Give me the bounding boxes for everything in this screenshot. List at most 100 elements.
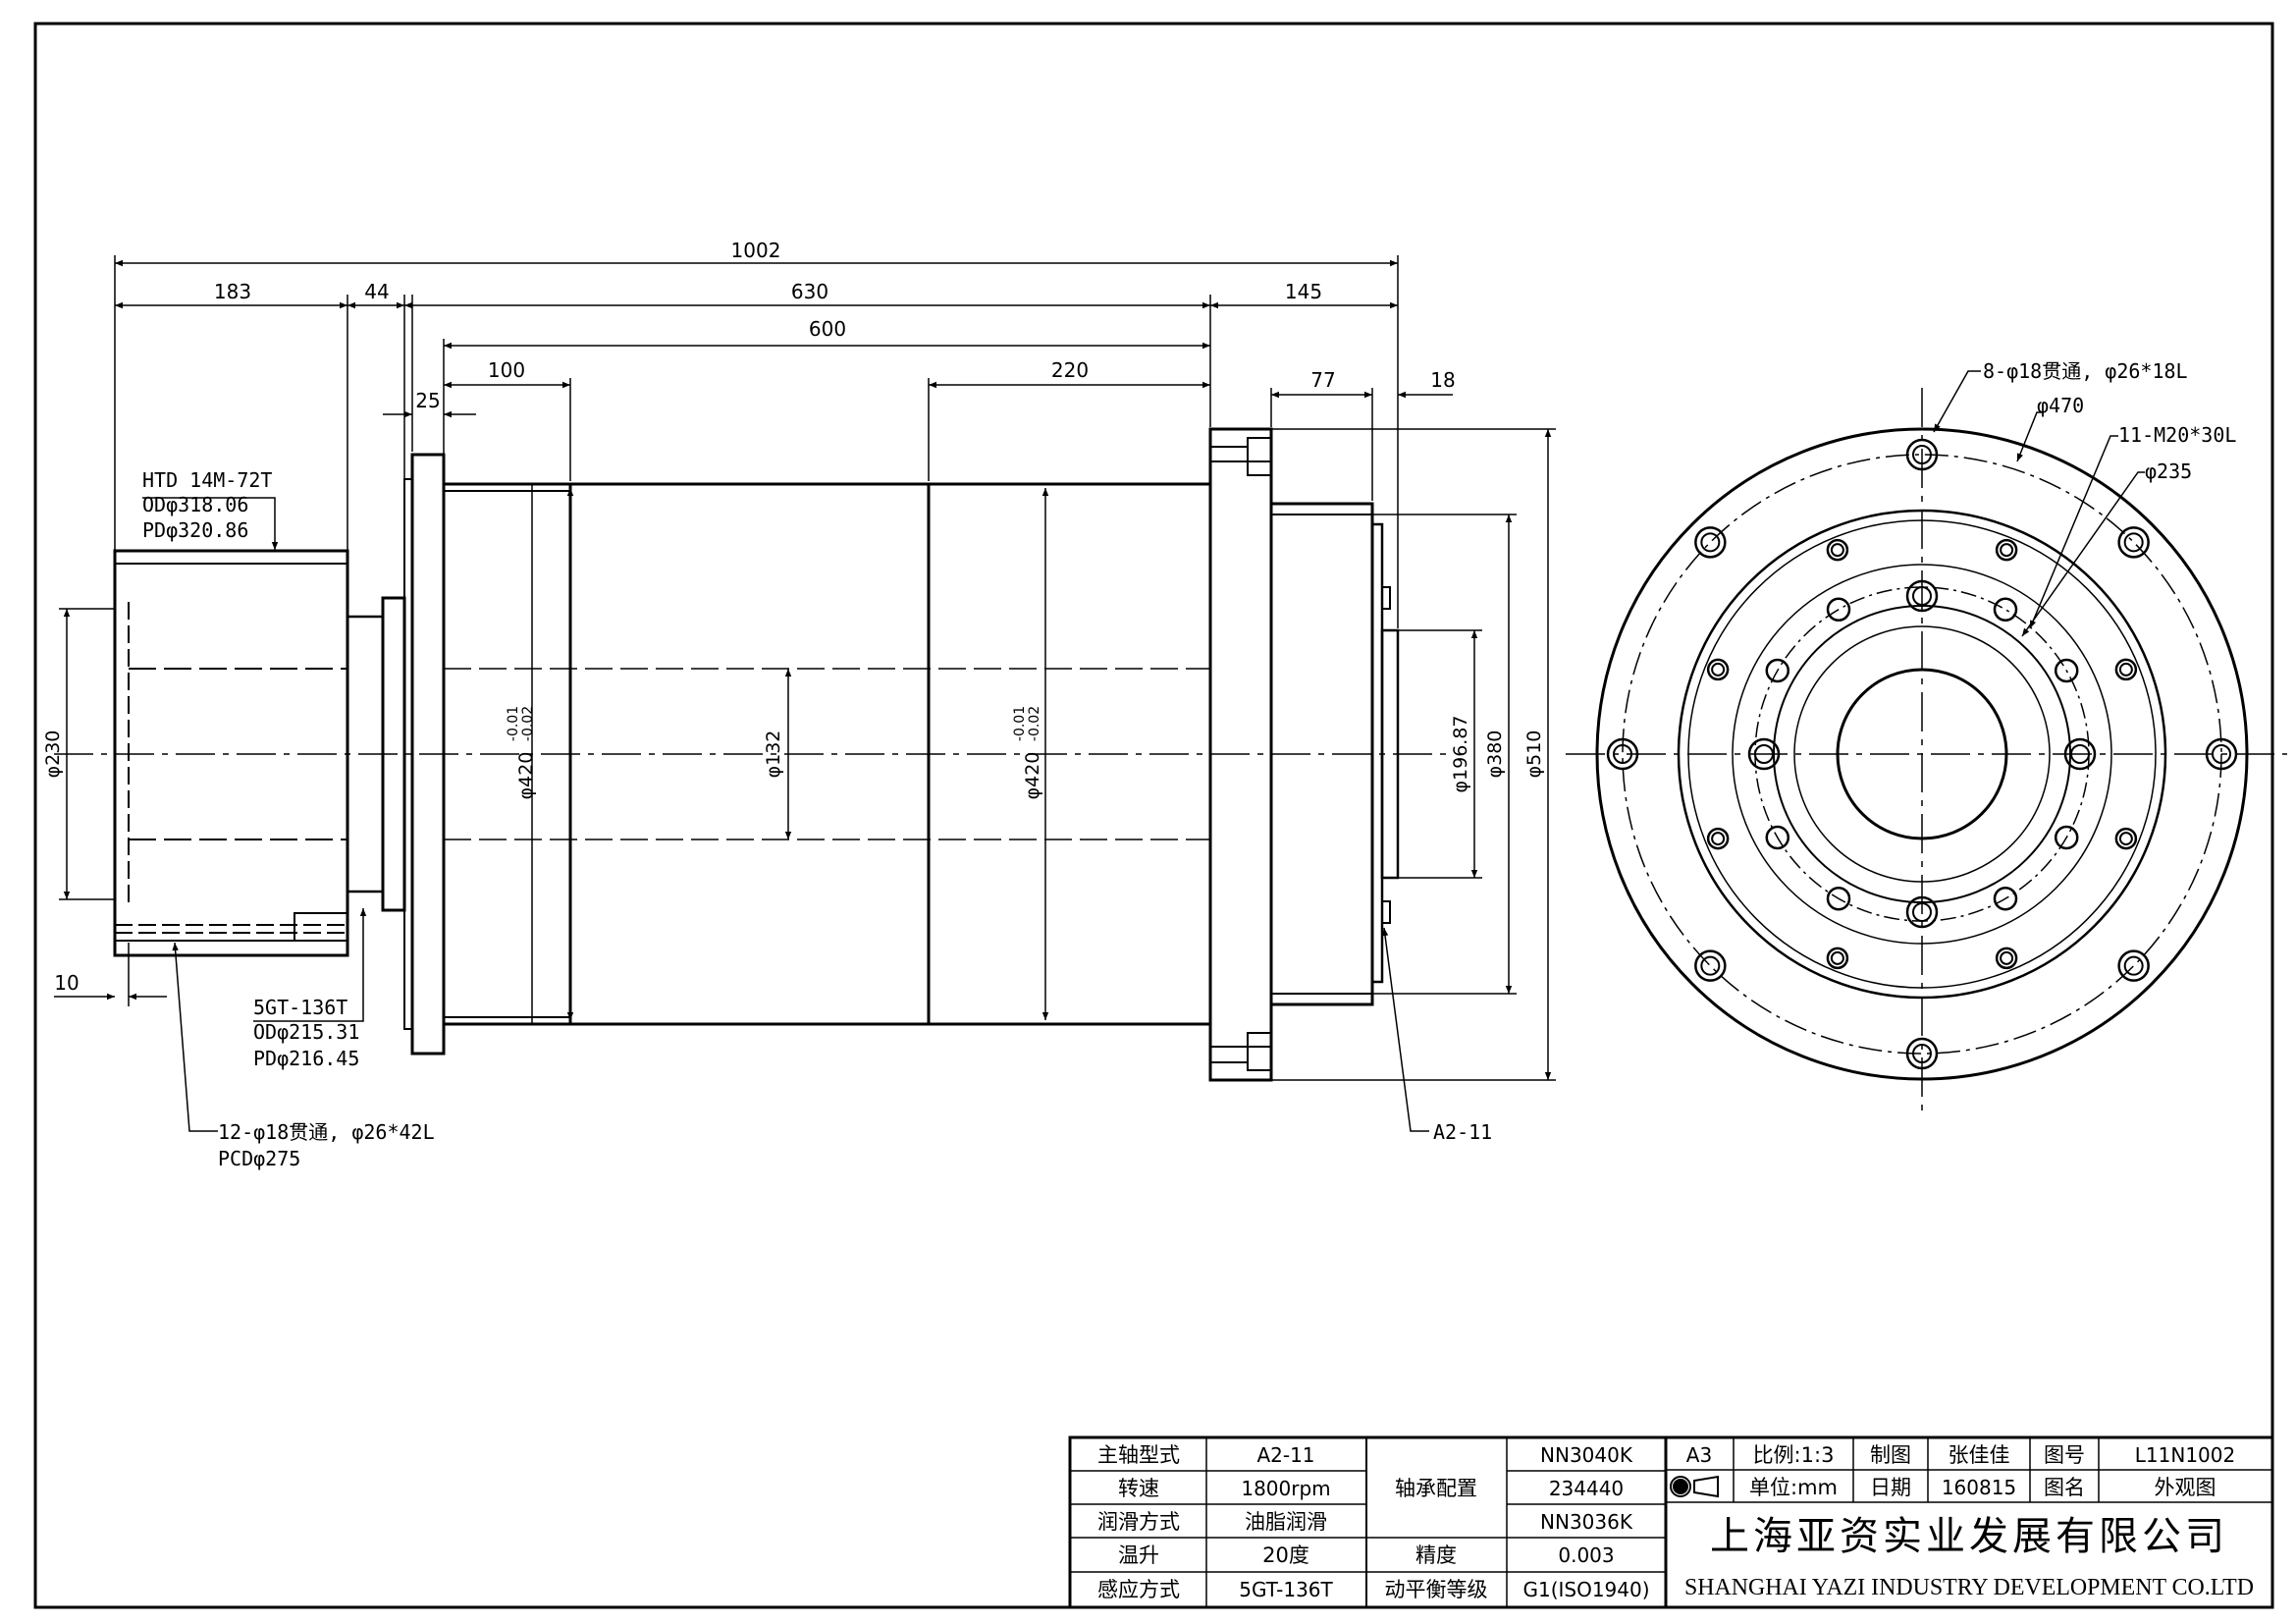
note-holes-2: PCDφ275 xyxy=(218,1147,300,1170)
mid-ring-hole xyxy=(1995,538,2018,562)
dim-phi196: φ196.87 xyxy=(1450,715,1471,792)
precision-value: 0.003 xyxy=(1558,1543,1614,1567)
dim-630: 630 xyxy=(791,280,828,303)
note-flange-holes: 8-φ18贯通, φ26*18L xyxy=(1983,359,2188,383)
note-gt-3: PDφ216.45 xyxy=(253,1047,359,1070)
dim-183: 183 xyxy=(214,280,251,303)
drawing-border xyxy=(33,22,2274,1609)
spec-label-4: 感应方式 xyxy=(1097,1578,1180,1601)
inner-ring-hole xyxy=(1993,597,2018,623)
dim-phi132: φ132 xyxy=(763,731,784,779)
mid-ring-hole xyxy=(1826,947,1849,970)
sheet-size: A3 xyxy=(1686,1443,1712,1467)
dim-overall: 1002 xyxy=(731,239,781,262)
spec-value-1: 1800rpm xyxy=(1241,1477,1330,1500)
dim-phi510: φ510 xyxy=(1523,731,1545,779)
date-label: 日期 xyxy=(1870,1476,1911,1499)
drawing-name: 外观图 xyxy=(2155,1476,2216,1499)
note-gt-2: ODφ215.31 xyxy=(253,1020,359,1044)
front-view xyxy=(1566,388,2287,1114)
tol-lower-right: -0.02 xyxy=(1027,706,1042,741)
spec-label-3: 温升 xyxy=(1118,1543,1159,1567)
bearing-0: NN3040K xyxy=(1540,1443,1633,1467)
outer-bolt-hole xyxy=(1694,949,1727,982)
balance-label: 动平衡等级 xyxy=(1385,1578,1488,1601)
inner-ring-hole xyxy=(1993,886,2018,911)
outer-bolt-hole xyxy=(2117,949,2150,982)
front-leaders xyxy=(1933,370,2145,637)
inner-ring-hole xyxy=(2063,737,2097,771)
spec-label-0: 主轴型式 xyxy=(1097,1443,1180,1467)
drawing-no: L11N1002 xyxy=(2135,1443,2235,1467)
spec-value-3: 20度 xyxy=(1262,1543,1309,1567)
dim-phi420-right: φ420 xyxy=(1022,752,1043,800)
front-texts: 8-φ18贯通, φ26*18L φ470 11-M20*30L φ235 xyxy=(1983,359,2236,483)
mid-ring-hole xyxy=(1706,827,1730,850)
inner-ring-hole xyxy=(2054,658,2079,683)
dim-phi230: φ230 xyxy=(42,731,64,779)
note-htd-3: PDφ320.86 xyxy=(142,518,248,542)
drawing-name-label: 图名 xyxy=(2044,1476,2085,1499)
dim-25: 25 xyxy=(415,389,440,412)
note-m20: 11-M20*30L xyxy=(2118,423,2236,447)
projection-symbol-icon xyxy=(1670,1475,1719,1498)
outer-bolt-hole xyxy=(1606,737,1639,771)
dim-77: 77 xyxy=(1310,368,1335,392)
dim-44: 44 xyxy=(364,280,389,303)
drawer: 张佳佳 xyxy=(1949,1443,2010,1467)
dim-600: 600 xyxy=(809,317,846,341)
note-phi235: φ235 xyxy=(2145,460,2192,483)
front-holes xyxy=(1606,438,2238,1070)
side-dimensions xyxy=(54,255,1556,1132)
tol-upper-right: -0.01 xyxy=(1012,706,1028,741)
drawing-no-label: 图号 xyxy=(2044,1443,2085,1467)
dim-145: 145 xyxy=(1285,280,1322,303)
dim-18: 18 xyxy=(1430,368,1455,392)
inner-ring-hole xyxy=(1747,737,1781,771)
dim-10: 10 xyxy=(54,971,79,995)
mid-ring-hole xyxy=(1706,658,1730,681)
inner-ring-hole xyxy=(1905,895,1939,929)
note-htd-1: HTD 14M-72T xyxy=(142,468,272,492)
spec-value-0: A2-11 xyxy=(1256,1443,1314,1467)
inner-ring-hole xyxy=(1826,597,1851,623)
side-dimension-texts: 1002 183 44 630 145 600 100 220 25 77 18… xyxy=(42,239,1545,1170)
unit: 单位:mm xyxy=(1749,1476,1838,1499)
note-gt-1: 5GT-136T xyxy=(253,996,347,1019)
spec-value-4: 5GT-136T xyxy=(1239,1578,1333,1601)
dim-phi380: φ380 xyxy=(1484,731,1506,779)
outer-bolt-hole xyxy=(1905,438,1939,471)
balance-value: G1(ISO1940) xyxy=(1522,1578,1649,1601)
outer-bolt-hole xyxy=(1694,526,1727,559)
side-view xyxy=(54,427,1453,1082)
note-nose: A2-11 xyxy=(1433,1120,1492,1144)
spec-label-2: 润滑方式 xyxy=(1097,1510,1180,1534)
dim-phi420-left: φ420 xyxy=(515,752,537,800)
tol-upper-left: -0.01 xyxy=(506,706,521,741)
inner-ring-hole xyxy=(1826,886,1851,911)
tol-lower-left: -0.02 xyxy=(520,706,536,741)
dim-220: 220 xyxy=(1051,358,1089,382)
company-cn: 上海亚资实业发展有限公司 xyxy=(1710,1514,2228,1559)
note-phi470: φ470 xyxy=(2037,394,2084,417)
title-block-texts: 主轴型式 转速 润滑方式 温升 感应方式 A2-11 1800rpm 油脂润滑 … xyxy=(1097,1443,2254,1601)
inner-ring-hole xyxy=(1765,825,1790,850)
bearing-2: NN3036K xyxy=(1540,1510,1633,1534)
spec-label-1: 转速 xyxy=(1118,1477,1159,1500)
mid-ring-hole xyxy=(1826,538,1849,562)
outer-bolt-hole xyxy=(1905,1037,1939,1070)
bearing-label: 轴承配置 xyxy=(1395,1477,1477,1500)
note-htd-2: ODφ318.06 xyxy=(142,493,248,516)
inner-ring-hole xyxy=(2054,825,2079,850)
spec-value-2: 油脂润滑 xyxy=(1245,1510,1327,1534)
inner-ring-hole xyxy=(1905,579,1939,613)
note-holes-1: 12-φ18贯通, φ26*42L xyxy=(218,1120,435,1144)
date: 160815 xyxy=(1942,1476,2016,1499)
mid-ring-hole xyxy=(2114,827,2138,850)
inner-ring-hole xyxy=(1765,658,1790,683)
company-en: SHANGHAI YAZI INDUSTRY DEVELOPMENT CO.LT… xyxy=(1684,1575,2254,1600)
scale: 比例:1:3 xyxy=(1753,1443,1835,1467)
outer-bolt-hole xyxy=(2205,737,2238,771)
front-outer-circle xyxy=(1595,427,2249,1081)
